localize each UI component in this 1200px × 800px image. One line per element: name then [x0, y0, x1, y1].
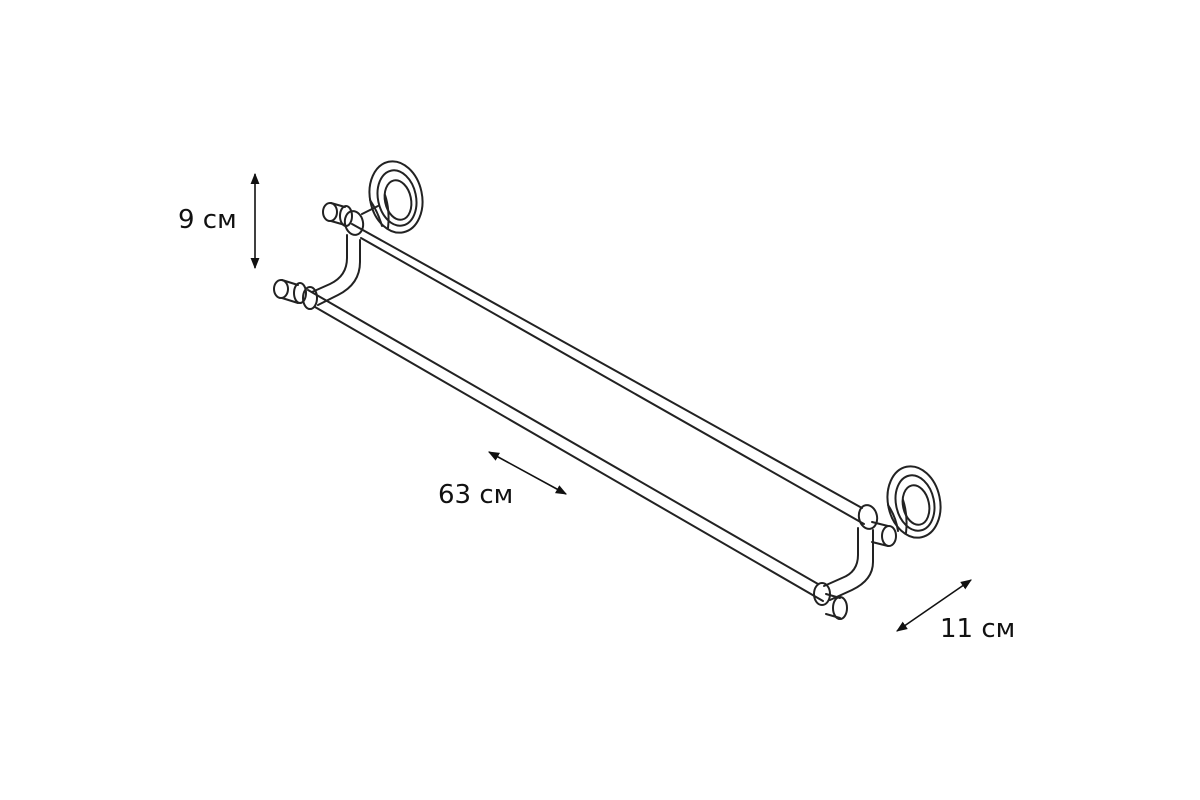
right-wall-mount [857, 465, 942, 539]
depth-dimension-label: 11 см [940, 614, 1016, 644]
height-dimension-label: 9 см [178, 205, 237, 235]
right-bar-connector [823, 527, 874, 601]
left-back-end-cap [322, 202, 353, 227]
left-front-end-cap [273, 279, 318, 310]
left-bar-connector [311, 234, 361, 306]
right-back-end-cap [871, 521, 897, 547]
front-bar [307, 289, 824, 602]
length-dimension-arrow [488, 451, 567, 495]
length-dimension-label: 63 см [438, 480, 514, 510]
back-bar [351, 223, 865, 525]
depth-dimension-arrow [896, 579, 972, 632]
right-front-end-cap [813, 582, 848, 620]
